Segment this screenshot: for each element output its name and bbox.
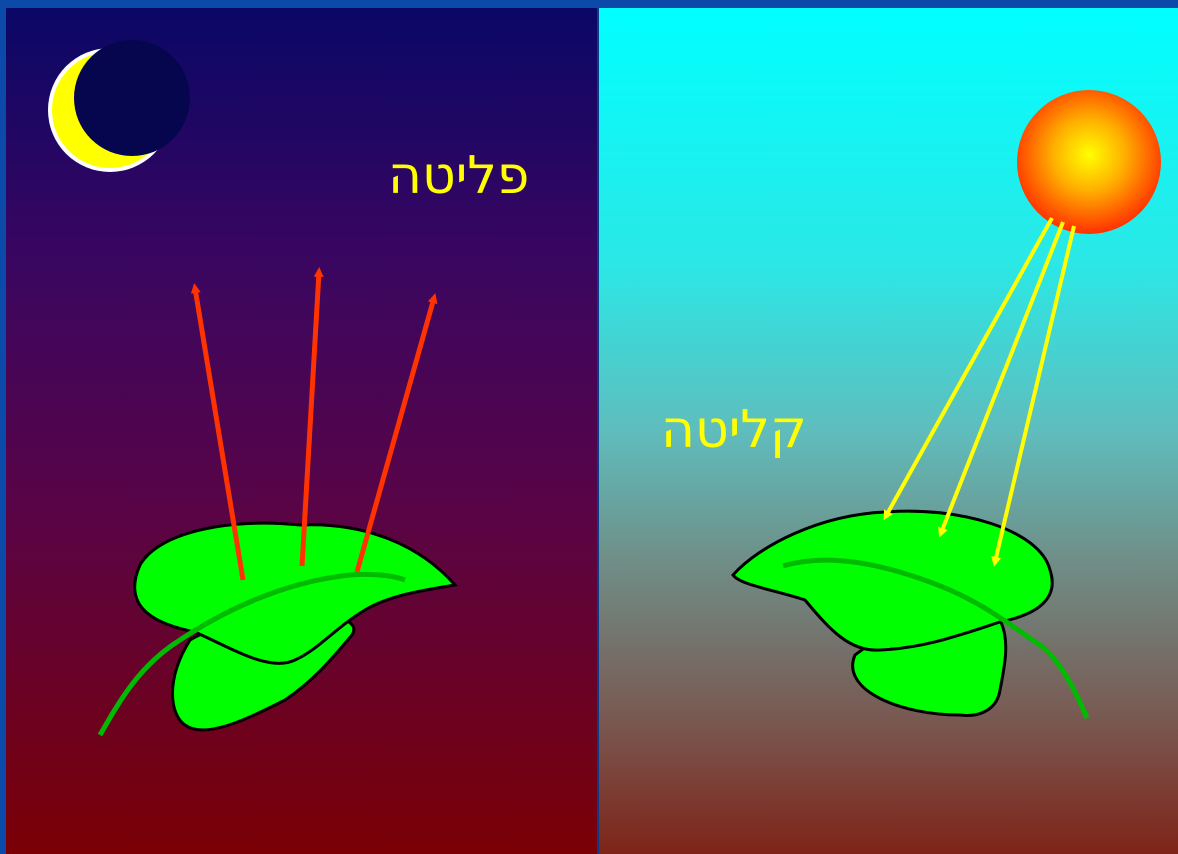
emission-arrow: [302, 272, 319, 566]
night-leaf-upper-lobe: [135, 523, 455, 663]
absorption-arrow: [886, 218, 1052, 516]
night-leaf: [100, 523, 455, 735]
crescent-moon-icon: [48, 40, 190, 172]
day-leaf: [733, 511, 1087, 718]
absorption-label: קליטה: [661, 404, 807, 456]
emission-arrow: [357, 298, 434, 572]
sun-icon: [1017, 90, 1161, 234]
absorption-arrow: [995, 226, 1074, 562]
absorption-arrow: [941, 222, 1063, 533]
emission-label: פליטה: [388, 150, 529, 202]
